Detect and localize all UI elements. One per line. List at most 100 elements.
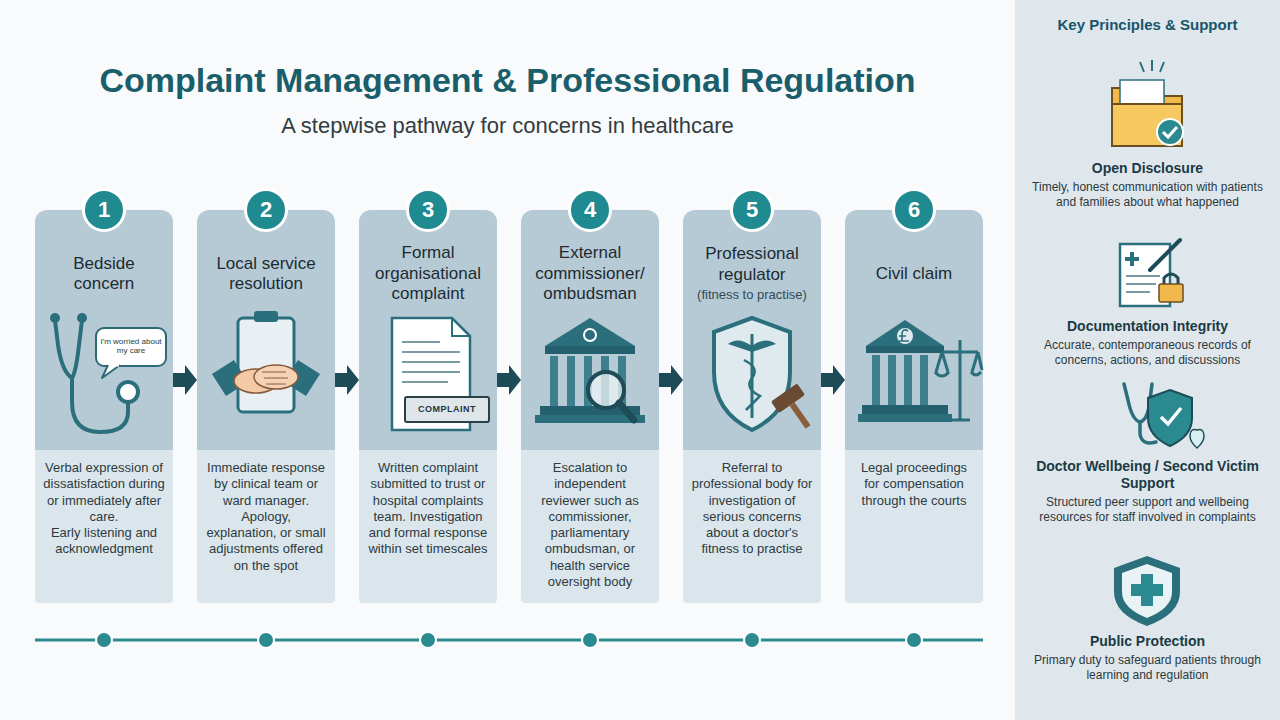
step-number-circle: 5 [730,188,774,232]
step-description: Legal proceedings for compensation throu… [853,460,975,509]
icon-path [452,318,470,336]
icon-rect [545,346,635,354]
icon-line [942,351,978,354]
icon-line [936,352,942,372]
step-title: Civil claim [876,264,953,284]
icon-path [1122,564,1172,618]
step-title: Local service resolution [203,254,329,295]
icon-rect [238,318,294,412]
icon-path [55,320,72,378]
icon-circle [906,632,922,648]
icon-group [1140,60,1164,72]
stamp-text: COMPLAINT [407,403,487,416]
step-description: Immediate response by clinical team or w… [205,460,327,509]
step-subtitle: (fitness to practise) [697,287,807,304]
principle-title: Documentation Integrity [1025,318,1270,335]
label-area: COMPLAINT [407,403,487,416]
icon-line [1126,291,1150,293]
document-icon [392,318,489,430]
icon-rect [771,383,805,413]
principle-title: Doctor Wellbeing / Second Victim Support [1025,458,1270,492]
icon-path [728,340,776,352]
diagram-caption: A stepwise pathway for concerns in healt… [0,113,1015,139]
icon-line [109,364,119,367]
flow-arrow [659,365,683,395]
principle-body: Primary duty to safeguard patients throu… [1025,653,1270,683]
step-number-circle: 6 [892,188,936,232]
icon-rect [862,405,948,414]
icon-circle [258,632,274,648]
icon-rect [1131,584,1163,596]
principle-title: Open Disclosure [1025,160,1270,177]
icon-rect [858,414,952,422]
step-number: 4 [584,199,596,221]
icon-rect [872,355,880,405]
icon-rect [405,397,489,422]
principle-item: Documentation IntegrityAccurate, contemp… [1025,318,1270,368]
step-title-area: Local service resolution [203,236,329,312]
icon-path [971,372,981,375]
principle-title: Public Protection [1025,633,1270,650]
icon-line [1140,62,1144,72]
step-number-circle: 2 [244,188,288,232]
icon-path [1190,430,1204,448]
label-area: I'm worried about my care [98,337,164,355]
record-lock-icon [1120,240,1183,306]
icon-group [872,355,928,405]
icon-line [402,361,460,363]
principle-item: Doctor Wellbeing / Second Victim Support… [1025,458,1270,525]
icon-path [1164,274,1178,284]
flow-arrow [821,365,845,395]
icon-rect [1159,284,1183,302]
icon-group [1126,276,1160,292]
step-title-area: Civil claim [851,236,977,312]
panel-heading: Key Principles & Support [1023,16,1272,33]
icon-path [262,372,288,384]
icon-line [402,371,460,373]
icon-path [1125,252,1139,266]
speech-bubble [96,328,166,378]
icon-path [72,320,82,378]
icon-path [899,330,909,341]
principle-body: Structured peer support and wellbeing re… [1025,495,1270,525]
step-box: Bedside concernVerbal expression of diss… [35,210,173,603]
icon-path [1114,556,1180,626]
principle-body: Accurate, contemporaneous records of con… [1025,338,1270,368]
icon-line [402,381,448,383]
flow-arrow [497,365,521,395]
speech-text: I'm worried about my care [98,337,164,355]
icon-rect [550,356,558,406]
step-description-area: Legal proceedings for compensation throu… [853,460,975,597]
heading-area: Complaint Management & Professional Regu… [0,60,1015,139]
wellbeing-icon [1124,384,1204,448]
icon-circle [420,632,436,648]
step-title-area: Professional regulator (fitness to practi… [689,236,815,312]
step-description: Apology, explanation, or small adjustmen… [205,509,327,574]
icon-circle [118,382,138,402]
step-number: 5 [746,199,758,221]
icon-rect [888,355,896,405]
step-title: External commissioner/ ombudsman [527,243,653,304]
diagram-title: Complaint Management & Professional Regu… [0,60,1015,101]
step-number-circle: 3 [406,188,450,232]
step-number: 6 [908,199,920,221]
icon-line [1126,275,1160,277]
step-description-area: Immediate response by clinical team or w… [205,460,327,597]
principle-item: Open DisclosureTimely, honest communicat… [1025,160,1270,210]
icon-line [402,341,440,343]
step-title: Professional regulator [689,244,815,285]
step-number: 1 [98,199,110,221]
step-description-area: Escalation to independent reviewer such … [529,460,651,597]
icon-group [96,632,922,648]
principle-item: Public ProtectionPrimary duty to safegua… [1025,633,1270,683]
icon-circle [744,632,760,648]
icon-rect [254,311,278,322]
icon-path [935,372,949,376]
icon-line [950,419,970,422]
icon-rect [866,346,944,353]
flow-arrow [173,365,197,395]
icon-line [35,639,983,642]
panel-heading-area: Key Principles & Support [1023,16,1272,33]
